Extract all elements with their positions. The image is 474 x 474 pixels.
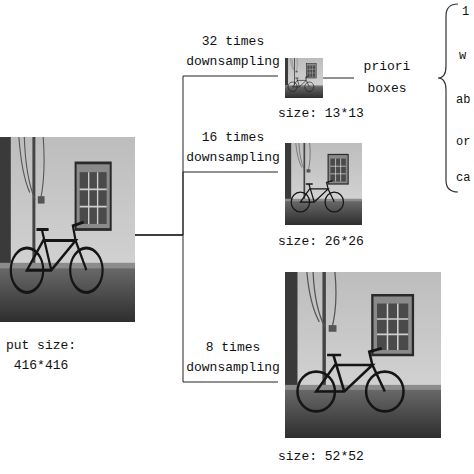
cropped-note: ca: [456, 168, 470, 188]
feature-map-52: [285, 272, 441, 438]
size-caption: size: 26*26: [278, 232, 364, 252]
size-caption: size: 13*13: [278, 104, 364, 124]
cropped-note: ab: [456, 90, 470, 110]
image-node: put size: 416*416: [0, 137, 135, 376]
branch-connector: [135, 172, 278, 235]
edge-label: 32 times downsampling: [184, 32, 282, 72]
cropped-note: 1: [462, 2, 469, 22]
leader-line: [323, 78, 354, 79]
size-caption: size: 52*52: [278, 447, 364, 467]
feature-map-26: [285, 143, 362, 225]
cropped-note: or: [456, 132, 470, 152]
image-node: size: 13*13: [278, 58, 364, 124]
branch-connector: [135, 235, 278, 382]
cropped-note: w: [459, 46, 466, 66]
annotation-label: priori boxes: [356, 56, 418, 100]
feature-map-13: [285, 58, 323, 98]
edge-label: 8 times downsampling: [184, 338, 282, 378]
edge-label: 16 times downsampling: [184, 128, 282, 168]
size-caption: put size: 416*416: [2, 336, 80, 376]
image-node: size: 26*26: [278, 143, 364, 252]
brace: [438, 4, 458, 192]
image-node: size: 52*52: [278, 272, 441, 467]
input-image: [0, 137, 135, 322]
